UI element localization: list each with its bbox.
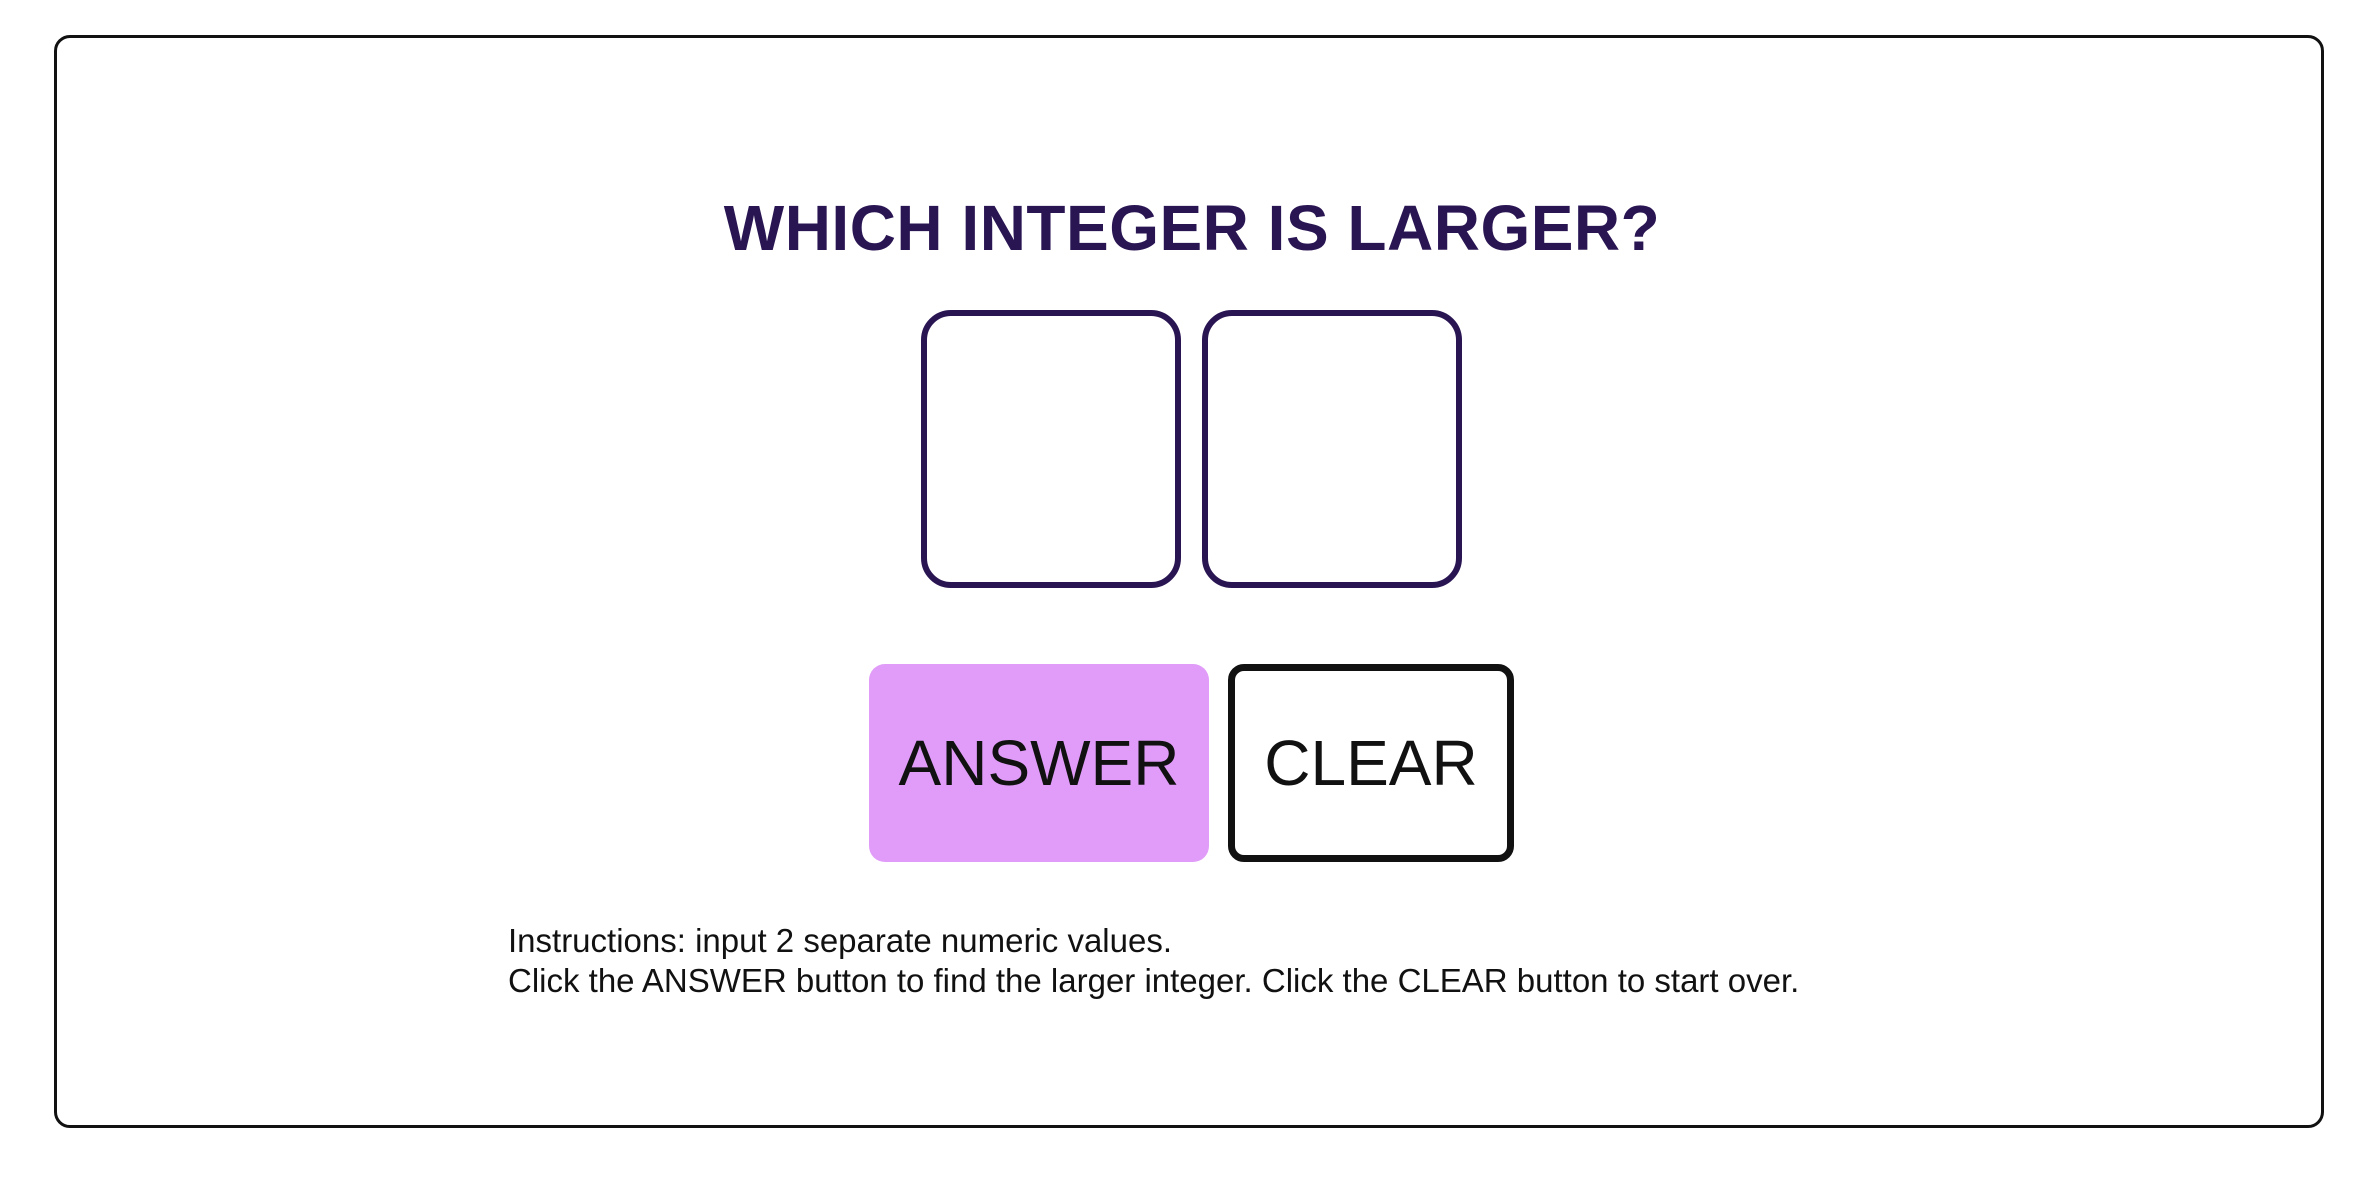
first-integer-input[interactable] [921, 310, 1181, 588]
second-integer-input[interactable] [1202, 310, 1462, 588]
calculator-card: WHICH INTEGER IS LARGER? ANSWER CLEAR In… [54, 35, 2324, 1128]
answer-button[interactable]: ANSWER [869, 664, 1209, 862]
instructions-line-2: Click the ANSWER button to find the larg… [508, 962, 1800, 999]
instructions-text: Instructions: input 2 separate numeric v… [508, 921, 1799, 1001]
page-title: WHICH INTEGER IS LARGER? [723, 192, 1661, 264]
instructions-line-1: Instructions: input 2 separate numeric v… [508, 922, 1173, 959]
clear-button[interactable]: CLEAR [1228, 664, 1514, 862]
